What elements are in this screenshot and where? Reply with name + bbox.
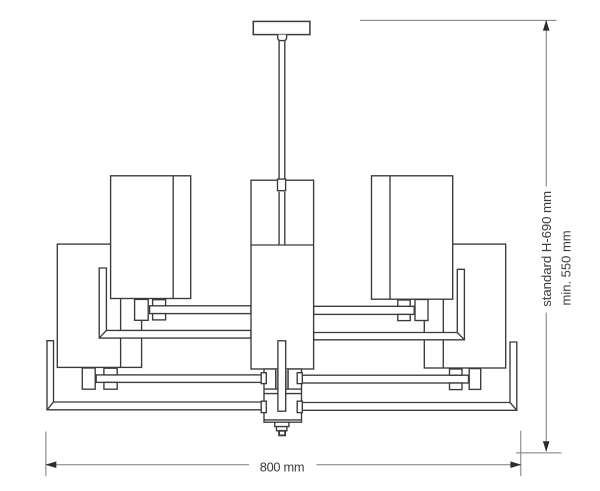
svg-text:min. 550 mm: min. 550 mm [558, 230, 573, 305]
svg-text:800 mm: 800 mm [260, 459, 304, 474]
svg-text:standard H-690 mm: standard H-690 mm [539, 191, 554, 307]
